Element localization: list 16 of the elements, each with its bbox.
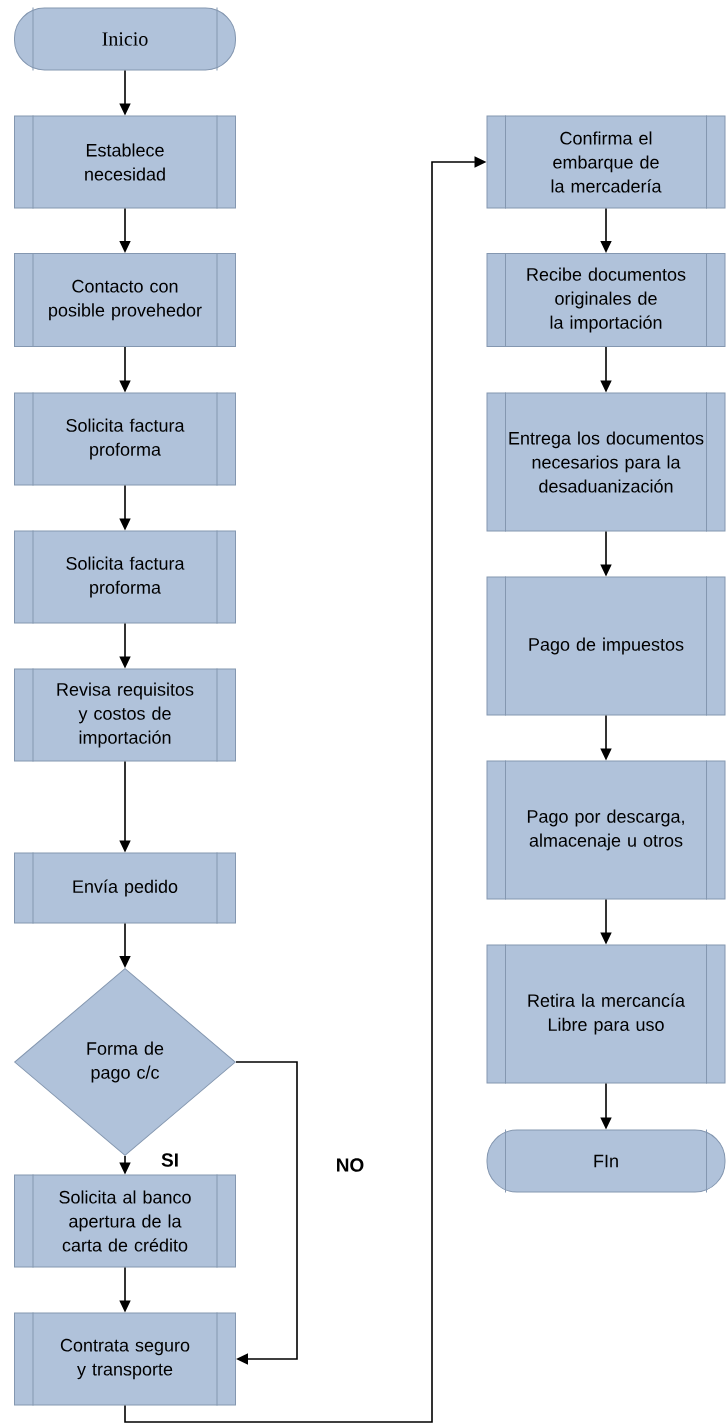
process-box: Solicita factura proforma [14,392,236,486]
process-box: Contrata seguro y transporte [14,1312,236,1406]
process-box: Entrega los documentos necesarios para la desaduanización [486,392,726,532]
process-box: Recibe documentos originales de la importación [486,252,726,348]
process-box: Contacto con posible provehedor [14,252,236,348]
arrow [235,1061,298,1365]
process-box: Envía pedido [14,852,236,924]
edge-label: NO [333,1156,367,1174]
process-box: Revisa requisitos y costos de importación [14,668,236,762]
process-box: Pago por descarga, almacenaje u otros [486,760,726,900]
process-box: Solicita factura proforma [14,530,236,624]
process-box: Solicita al banco apertura de la carta de crédito [14,1174,236,1268]
process-box: Retira la mercancía Libre para uso [486,944,726,1084]
process-box: Establece necesidad [14,115,236,209]
process-box: Confirma el embarque de la mercadería [486,115,726,209]
process-box: Pago de impuestos [486,576,726,716]
